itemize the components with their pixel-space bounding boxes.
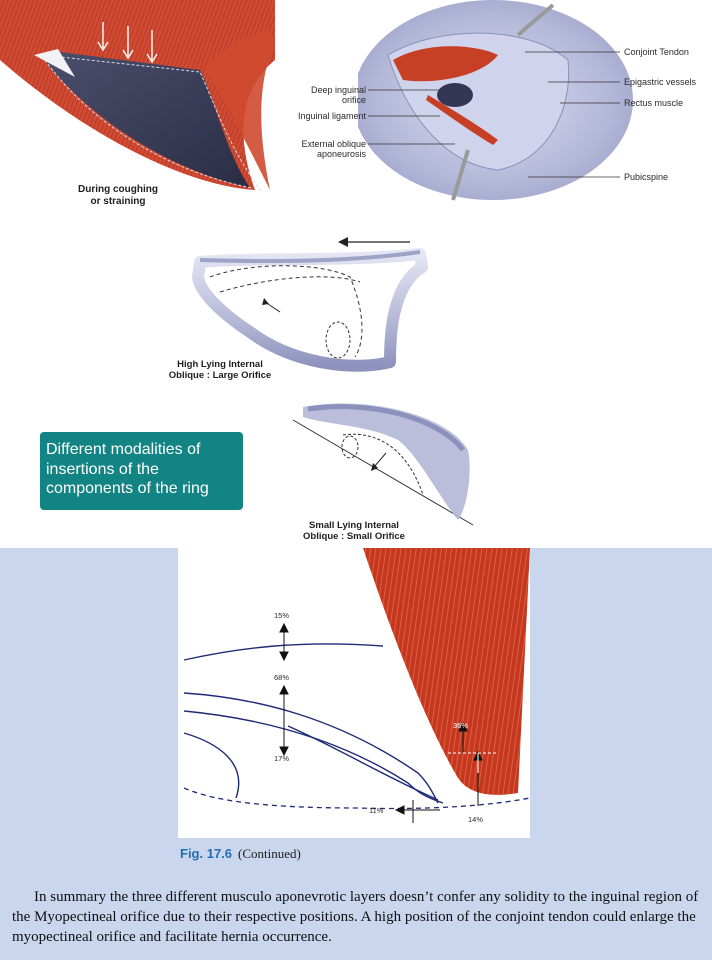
deep-inguinal-orifice-label: Deep inguinal orifice [310, 85, 366, 106]
small-lying-diagram [292, 403, 474, 526]
external-oblique-label: External oblique aponeurosis [301, 139, 366, 160]
modalities-callout: Different modalities of insertions of th… [40, 432, 243, 510]
percentage-diagram [183, 548, 530, 823]
coughing-muscle-diagram [0, 0, 275, 193]
pct-11: 11% [369, 806, 384, 815]
summary-paragraph: In summary the three different musculo a… [12, 889, 699, 945]
figure-number: Fig. 17.6 [180, 846, 233, 861]
pct-15: 15% [274, 611, 290, 620]
figure-caption-text: (Continued) [238, 846, 301, 861]
coughing-caption: During coughing or straining [78, 184, 158, 207]
surgical-view-diagram [358, 0, 633, 201]
inguinal-ligament-label: Inguinal ligament [297, 111, 366, 121]
pct-14: 14% [468, 815, 484, 824]
pct-68: 68% [274, 673, 290, 682]
conjoint-tendon-label: Conjoint Tendon [624, 47, 689, 57]
pct-17: 17% [274, 754, 290, 763]
epigastric-vessels-label: Epigastric vessels [624, 77, 697, 87]
small-lying-caption: Small Lying Internal Oblique : Small Ori… [303, 520, 405, 542]
rectus-muscle-label: Rectus muscle [624, 98, 684, 108]
pubicspine-label: Pubicspine [624, 172, 669, 182]
figure-caption: Fig. 17.6 (Continued) [180, 846, 301, 862]
high-lying-caption: High Lying Internal Oblique : Large Orif… [168, 359, 272, 381]
surgical-leader-lines [368, 51, 620, 178]
pct-36: 36% [453, 721, 469, 730]
high-lying-diagram [192, 237, 428, 372]
